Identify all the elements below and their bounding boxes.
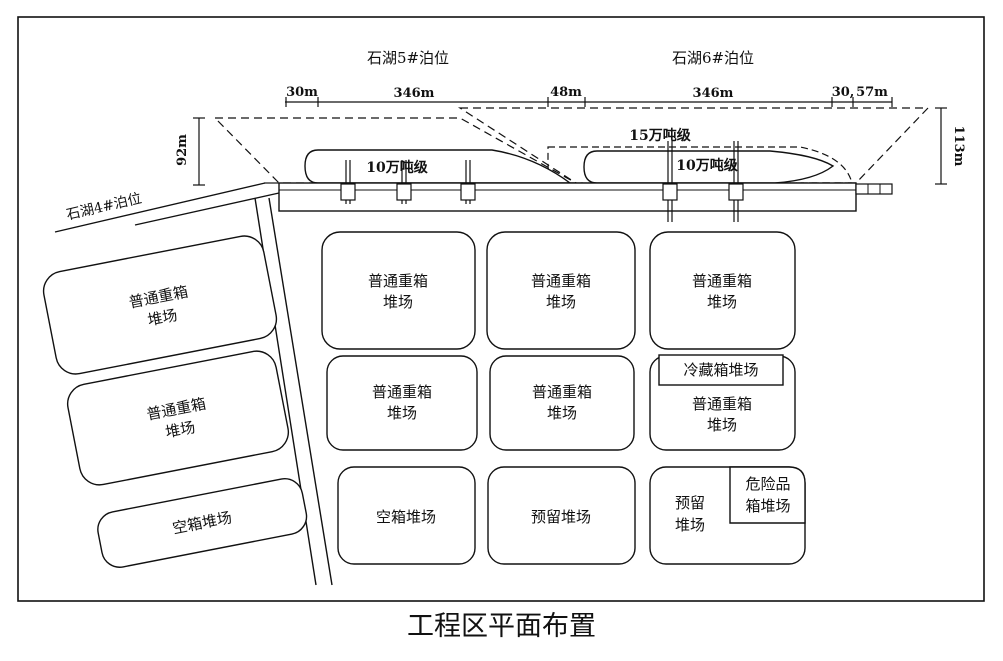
svg-text:堆场: 堆场 [547, 404, 577, 422]
horizontal-dimension-line [285, 97, 893, 107]
svg-text:危险品: 危险品 [745, 475, 790, 493]
wharf-extension [855, 183, 893, 195]
svg-text:堆场: 堆场 [707, 416, 737, 434]
svg-text:普通重箱: 普通重箱 [692, 272, 752, 290]
berth5-label: 石湖5#泊位 [367, 49, 449, 67]
yard-r1c2: 普通重箱 堆场 [486, 231, 636, 350]
svg-text:堆场: 堆场 [383, 293, 413, 311]
svg-text:箱堆场: 箱堆场 [745, 497, 790, 515]
svg-text:普通重箱: 普通重箱 [532, 383, 592, 401]
mooring-dolphins [340, 141, 744, 222]
svg-text:堆场: 堆场 [546, 293, 576, 311]
ship-100k-right-label: 10万吨级 [676, 157, 738, 174]
svg-text:预留: 预留 [675, 494, 705, 512]
yard-r3c2: 预留堆场 [487, 466, 636, 565]
svg-text:普通重箱: 普通重箱 [372, 383, 432, 401]
dim-346m-right: 346m [693, 86, 734, 101]
yard-left-heavy-2: 普通重箱 堆场 [66, 350, 290, 486]
dim-346m-left: 346m [394, 86, 435, 101]
svg-text:空箱堆场: 空箱堆场 [376, 508, 436, 526]
yard-r3c1: 空箱堆场 [337, 466, 476, 565]
svg-text:堆场: 堆场 [387, 404, 417, 422]
svg-text:普通重箱: 普通重箱 [692, 395, 752, 413]
yard-r1c3: 普通重箱 堆场 [649, 231, 796, 350]
svg-text:堆场: 堆场 [675, 516, 705, 534]
svg-text:普通重箱: 普通重箱 [368, 272, 428, 290]
dim-113m: 113m [951, 126, 966, 167]
diagram-title: 工程区平面布置 [407, 611, 596, 642]
wharf [278, 182, 857, 212]
ship-150k-dashed [547, 146, 853, 184]
svg-text:预留堆场: 预留堆场 [531, 508, 591, 526]
svg-text:堆场: 堆场 [707, 293, 737, 311]
dimension-113m-line [935, 107, 947, 185]
dim-30-right: 30, [832, 85, 855, 100]
berth6-label: 石湖6#泊位 [672, 49, 754, 67]
yard-r2c2: 普通重箱 堆场 [489, 355, 635, 451]
yard-reefer: 冷藏箱堆场 [658, 354, 784, 386]
dim-92m: 92m [175, 134, 190, 166]
svg-text:堆场: 堆场 [164, 418, 197, 441]
ship-100k-left [304, 149, 573, 184]
dim-48m: 48m [550, 85, 582, 100]
svg-text:堆场: 堆场 [146, 306, 179, 329]
outer-frame [17, 16, 985, 602]
yard-r1c1: 普通重箱 堆场 [321, 231, 476, 350]
dim-57m: 57m [856, 85, 888, 100]
yard-left-empty: 空箱堆场 [97, 478, 308, 568]
yard-r2c1: 普通重箱 堆场 [326, 355, 478, 451]
svg-text:普通重箱: 普通重箱 [531, 272, 591, 290]
dim-30m-left: 30m [286, 85, 318, 100]
svg-text:冷藏箱堆场: 冷藏箱堆场 [683, 361, 758, 379]
diagonal-road-right [268, 197, 333, 586]
ship-100k-left-label: 10万吨级 [366, 159, 428, 176]
berth4-label: 石湖4#泊位 [65, 191, 143, 224]
yard-hazard: 危险品 箱堆场 [729, 466, 806, 524]
yard-left-heavy-1: 普通重箱 堆场 [42, 235, 278, 375]
dimension-92m-line [193, 117, 205, 186]
berth4-line-upper [54, 182, 266, 233]
ship-150k-label: 15万吨级 [629, 127, 691, 144]
berth6-basin-dashed [457, 107, 930, 184]
